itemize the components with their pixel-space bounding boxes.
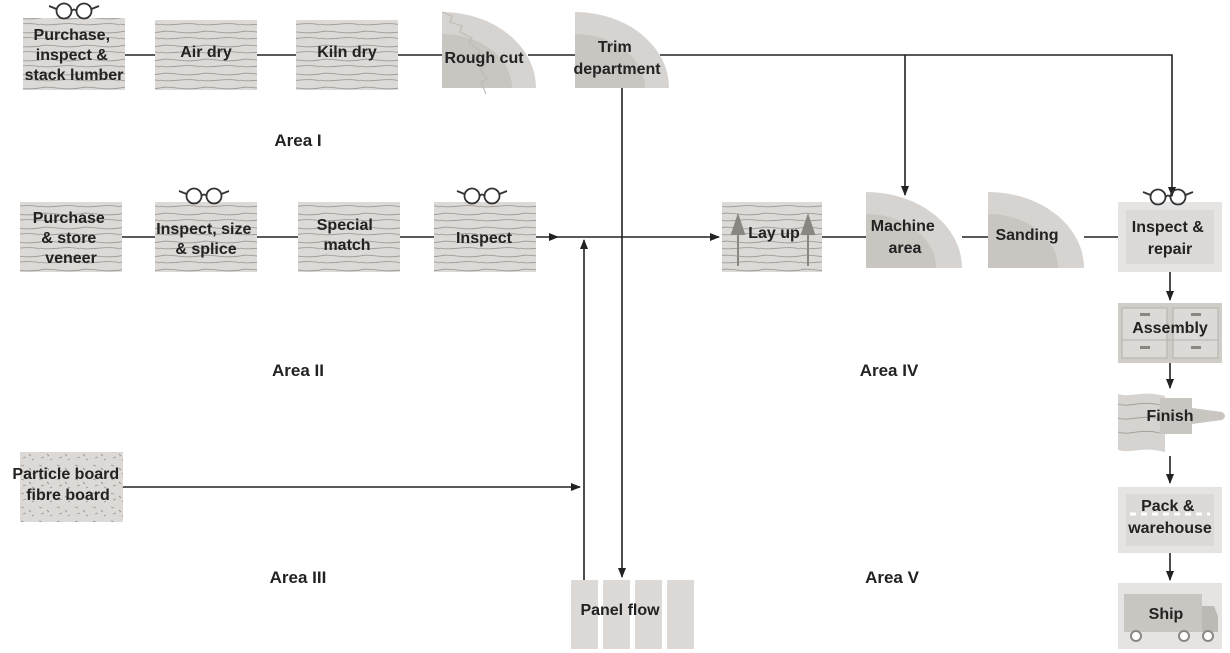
node-label: Panel flow — [580, 602, 660, 619]
node-label: Purchase, inspect & stack lumber — [25, 27, 124, 84]
node-label: Purchase & store veneer — [33, 210, 110, 267]
saw-blade-icon — [441, 11, 536, 95]
node-particle-board: Particle board fibre board — [12, 452, 123, 522]
truck-icon — [1118, 583, 1222, 649]
node-label: Machine area — [871, 218, 939, 257]
glasses-icon — [456, 187, 508, 205]
node-ship: Ship — [1118, 583, 1222, 649]
node-machine-area: Machine area — [866, 192, 962, 268]
node-inspect: Inspect — [434, 202, 536, 272]
package-icon — [1118, 487, 1222, 553]
node-label: Sanding — [995, 227, 1058, 244]
node-label: Inspect & repair — [1132, 219, 1208, 258]
connectors — [122, 54, 1176, 581]
node-label: Particle board fibre board — [12, 466, 123, 504]
node-inspect-repair: Inspect & repair — [1118, 202, 1222, 272]
node-label: Kiln dry — [317, 44, 377, 61]
node-finish: Finish — [1117, 393, 1225, 452]
node-panel-flow: Panel flow — [571, 580, 694, 649]
node-rough-cut: Rough cut — [441, 11, 536, 95]
area-label-1: Area I — [274, 131, 321, 150]
node-label: Ship — [1149, 606, 1184, 623]
node-inspect-size-splice: Inspect, size & splice — [155, 202, 257, 272]
node-purchase-veneer: Purchase & store veneer — [20, 202, 122, 272]
area-label-4: Area IV — [860, 361, 919, 380]
node-label: Lay up — [748, 225, 800, 242]
node-pack-warehouse: Pack & warehouse — [1118, 487, 1222, 553]
node-label: Air dry — [180, 44, 232, 61]
node-kiln-dry: Kiln dry — [296, 20, 398, 90]
node-lay-up: Lay up — [722, 202, 822, 272]
node-label: Special match — [317, 217, 377, 254]
node-label: Assembly — [1132, 320, 1208, 337]
node-trim-department: Trim department — [573, 12, 669, 88]
saw-blade-icon — [866, 192, 962, 268]
node-purchase-lumber: Purchase, inspect & stack lumber — [23, 18, 125, 90]
up-arrow-icon — [730, 212, 816, 266]
cabinet-icon — [1118, 303, 1222, 363]
node-label: Trim department — [573, 39, 661, 78]
saw-blade-icon — [575, 12, 669, 88]
glasses-icon — [178, 187, 230, 205]
node-label: Inspect, size & splice — [156, 221, 256, 258]
area-label-3: Area III — [270, 568, 327, 587]
node-label: Finish — [1146, 408, 1193, 425]
node-assembly: Assembly — [1118, 303, 1222, 363]
node-label: Pack & warehouse — [1127, 498, 1212, 537]
area-label-2: Area II — [272, 361, 324, 380]
node-label: Inspect — [456, 230, 513, 247]
node-air-dry: Air dry — [155, 20, 257, 90]
paintbrush-icon — [1117, 393, 1225, 452]
node-label: Rough cut — [444, 50, 524, 67]
glasses-icon — [48, 2, 100, 20]
saw-blade-icon — [988, 192, 1084, 268]
arrow-trim-to-inspect-repair — [660, 54, 1176, 197]
area-label-5: Area V — [865, 568, 920, 587]
node-special-match: Special match — [298, 202, 400, 272]
node-sanding: Sanding — [988, 192, 1084, 268]
glasses-icon — [1142, 188, 1194, 206]
